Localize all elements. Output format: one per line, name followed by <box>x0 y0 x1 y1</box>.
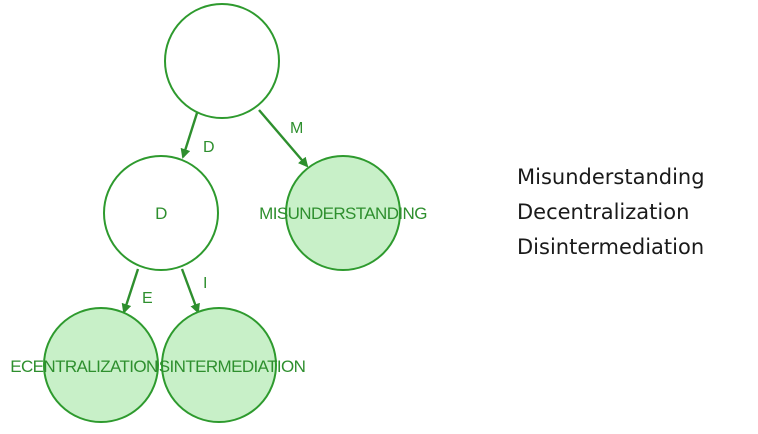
edge-root-to-m <box>258 109 309 168</box>
word-list-item: Decentralization <box>517 200 690 224</box>
tree-node-misunderstanding-label: MISUNDERSTANDING <box>259 204 427 223</box>
tree-node-misunderstanding <box>285 155 401 271</box>
edge-label-d: D <box>203 139 215 156</box>
tree-node-intermediation <box>161 307 277 423</box>
word-list-item: Misunderstanding <box>517 165 705 189</box>
tree-node-d-label: D <box>155 204 167 223</box>
word-list-item: Disintermediation <box>517 235 705 259</box>
tree-node-root <box>164 3 280 119</box>
edge-d-to-i <box>180 268 200 314</box>
trie-diagram: D M E I D MISUNDERSTANDING ECENTRALIZATI… <box>10 3 427 423</box>
edge-label-m: M <box>290 120 303 137</box>
tree-node-ecentralization <box>43 307 159 423</box>
tree-node-d <box>103 155 219 271</box>
word-list: Misunderstanding Decentralization Disint… <box>517 160 705 265</box>
edge-root-to-d <box>180 112 199 159</box>
edge-d-to-e <box>121 268 140 314</box>
edge-label-i: I <box>203 275 207 292</box>
tree-node-intermediation-label: ISINTERMEDIATION <box>155 357 306 376</box>
tree-node-ecentralization-label: ECENTRALIZATION <box>10 357 157 376</box>
edge-label-e: E <box>142 290 153 307</box>
